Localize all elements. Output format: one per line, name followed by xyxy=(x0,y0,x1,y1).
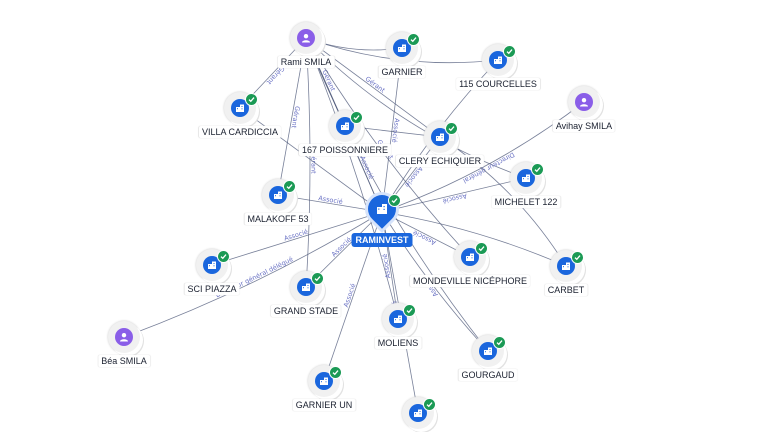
node-label: GARNIER UN xyxy=(292,399,356,411)
node-label: MOLIENS xyxy=(374,337,422,349)
company-icon xyxy=(203,256,221,274)
node-node[interactable] xyxy=(402,397,436,429)
node-label: VILLA CARDICCIA xyxy=(198,126,282,138)
michelet-122-node[interactable]: MICHELET 122 xyxy=(491,162,561,208)
malakoff-53-node[interactable]: MALAKOFF 53 xyxy=(244,179,312,225)
verified-check-icon xyxy=(445,122,458,135)
node-label: GARNIER xyxy=(378,66,426,78)
carbet-node[interactable]: CARBET xyxy=(544,250,588,296)
edge-label: Gérant xyxy=(309,151,317,174)
person-icon xyxy=(115,328,133,346)
edge-bea-to-raminvest xyxy=(123,211,383,338)
verified-check-icon xyxy=(217,250,230,263)
company-icon xyxy=(336,117,354,135)
node-label: Avihay SMILA xyxy=(552,120,616,132)
edge-label: Associé xyxy=(403,164,424,188)
node-label: GRAND STADE xyxy=(270,305,342,317)
edge-carbet-to-raminvest xyxy=(381,211,567,267)
edge-rami-to-moliens xyxy=(305,37,399,320)
edge-label: Associé xyxy=(390,118,401,143)
garnier-node[interactable]: GARNIER xyxy=(378,32,426,78)
company-icon xyxy=(393,39,411,57)
edge-label: Gérant xyxy=(289,105,301,129)
node-label: CLERY ECHIQUIER xyxy=(395,155,485,167)
edge-rami-to-clery xyxy=(305,37,441,138)
verified-check-icon xyxy=(531,163,544,176)
company-icon xyxy=(461,248,479,266)
node-label: GOURGAUD xyxy=(458,369,518,381)
node-label: 167 POISSONNIERE xyxy=(298,144,392,156)
node-label: MALAKOFF 53 xyxy=(244,213,312,225)
verified-check-icon xyxy=(329,366,342,379)
company-icon xyxy=(517,169,535,187)
node-label: CARBET xyxy=(544,284,588,296)
verified-check-icon xyxy=(283,180,296,193)
edge-michelet-to-raminvest xyxy=(381,177,527,213)
sci-piazza-node[interactable]: SCI PIAZZA xyxy=(184,249,240,295)
verified-check-icon xyxy=(388,194,401,207)
company-icon xyxy=(409,404,427,422)
edge-clery-to-carbet xyxy=(439,136,567,267)
node-label: Rami SMILA xyxy=(277,56,335,68)
gourgaud-node[interactable]: GOURGAUD xyxy=(458,335,518,381)
edges-layer: GérantGérantGérantGérantGérantGérantGéra… xyxy=(123,37,585,414)
verified-check-icon xyxy=(407,33,420,46)
edge-avihay-to-raminvest xyxy=(381,101,585,213)
verified-check-icon xyxy=(571,251,584,264)
company-icon xyxy=(315,372,333,390)
mondeville-nicephore-node[interactable]: MONDEVILLE NICÉPHORE xyxy=(409,241,531,287)
verified-check-icon xyxy=(475,242,488,255)
node-label: Béa SMILA xyxy=(98,355,150,367)
villa-cardiccia-node[interactable]: VILLA CARDICCIA xyxy=(198,92,282,138)
clery-echiquier-node[interactable]: CLERY ECHIQUIER xyxy=(395,121,485,167)
raminvest-node[interactable]: RAMINVEST xyxy=(351,189,413,247)
edge-label: Associé xyxy=(412,228,438,246)
edge-label: Associé xyxy=(381,253,393,279)
167-poissonniere-node[interactable]: 167 POISSONNIERE xyxy=(298,110,392,156)
node-label: 115 COURCELLES xyxy=(456,78,540,90)
node-label: SCI PIAZZA xyxy=(184,283,240,295)
grand-stade-node[interactable]: GRAND STADE xyxy=(270,271,342,317)
company-icon xyxy=(431,128,449,146)
edge-garnierun-to-raminvest xyxy=(323,211,383,382)
garnier-un-node[interactable]: GARNIER UN xyxy=(292,365,356,411)
company-icon xyxy=(479,342,497,360)
moliens-node[interactable]: MOLIENS xyxy=(374,303,422,349)
raminvest-label: RAMINVEST xyxy=(351,233,413,247)
edge-label: Associé xyxy=(318,194,344,206)
company-icon xyxy=(489,51,507,69)
edge-label: Associé xyxy=(442,192,468,205)
bea-smila-node[interactable]: Béa SMILA xyxy=(98,321,150,367)
edge-label: Associé xyxy=(283,228,309,243)
node-label: MONDEVILLE NICÉPHORE xyxy=(409,275,531,287)
edge-label: Associé xyxy=(342,282,358,308)
verified-check-icon xyxy=(423,398,436,411)
person-icon xyxy=(575,93,593,111)
edge-label: Associé xyxy=(330,236,353,259)
rami-smila-node[interactable]: Rami SMILA xyxy=(277,22,335,68)
verified-check-icon xyxy=(350,111,363,124)
company-icon xyxy=(377,204,387,214)
company-icon xyxy=(297,278,315,296)
edge-villa-to-raminvest xyxy=(239,107,383,213)
company-icon xyxy=(269,186,287,204)
person-icon xyxy=(297,29,315,47)
node-label: MICHELET 122 xyxy=(491,196,561,208)
edge-rami-to-grandstade xyxy=(305,37,311,288)
edge-scipiazza-to-raminvest xyxy=(211,211,383,266)
verified-check-icon xyxy=(245,93,258,106)
verified-check-icon xyxy=(311,272,324,285)
company-icon xyxy=(231,99,249,117)
company-icon xyxy=(557,257,575,275)
verified-check-icon xyxy=(503,45,516,58)
115-courcelles-node[interactable]: 115 COURCELLES xyxy=(456,44,540,90)
company-icon xyxy=(389,310,407,328)
verified-check-icon xyxy=(403,304,416,317)
edge-label: Associé xyxy=(358,155,375,181)
verified-check-icon xyxy=(493,336,506,349)
avihay-smila-node[interactable]: Avihay SMILA xyxy=(552,86,616,132)
